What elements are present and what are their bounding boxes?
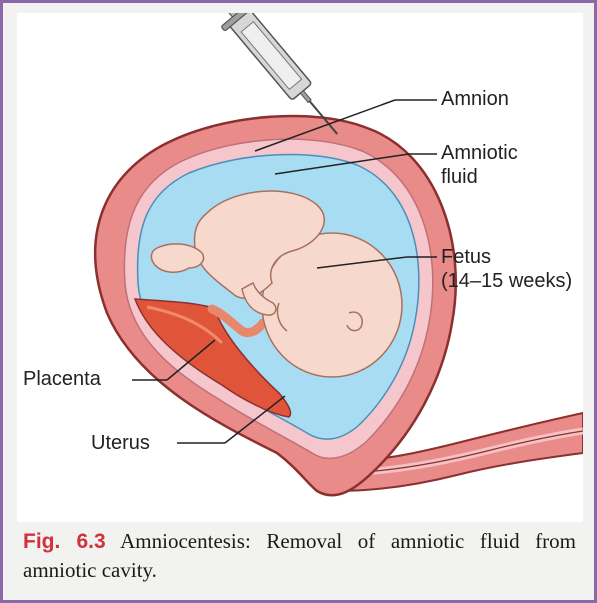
caption-text: Amniocentesis: Removal of amniotic fluid…	[23, 529, 576, 582]
label-amnion: Amnion	[441, 87, 509, 111]
figure-caption: Fig. 6.3 Amniocentesis: Removal of amnio…	[23, 527, 576, 585]
label-placenta: Placenta	[23, 367, 101, 391]
figure-number: Fig. 6.3	[23, 530, 106, 553]
illustration-panel: Amnion Amniotic fluid Fetus (14–15 weeks…	[17, 13, 583, 522]
label-uterus: Uterus	[91, 431, 150, 455]
label-fetus: Fetus (14–15 weeks)	[441, 245, 572, 293]
label-amniotic-fluid: Amniotic fluid	[441, 141, 518, 189]
